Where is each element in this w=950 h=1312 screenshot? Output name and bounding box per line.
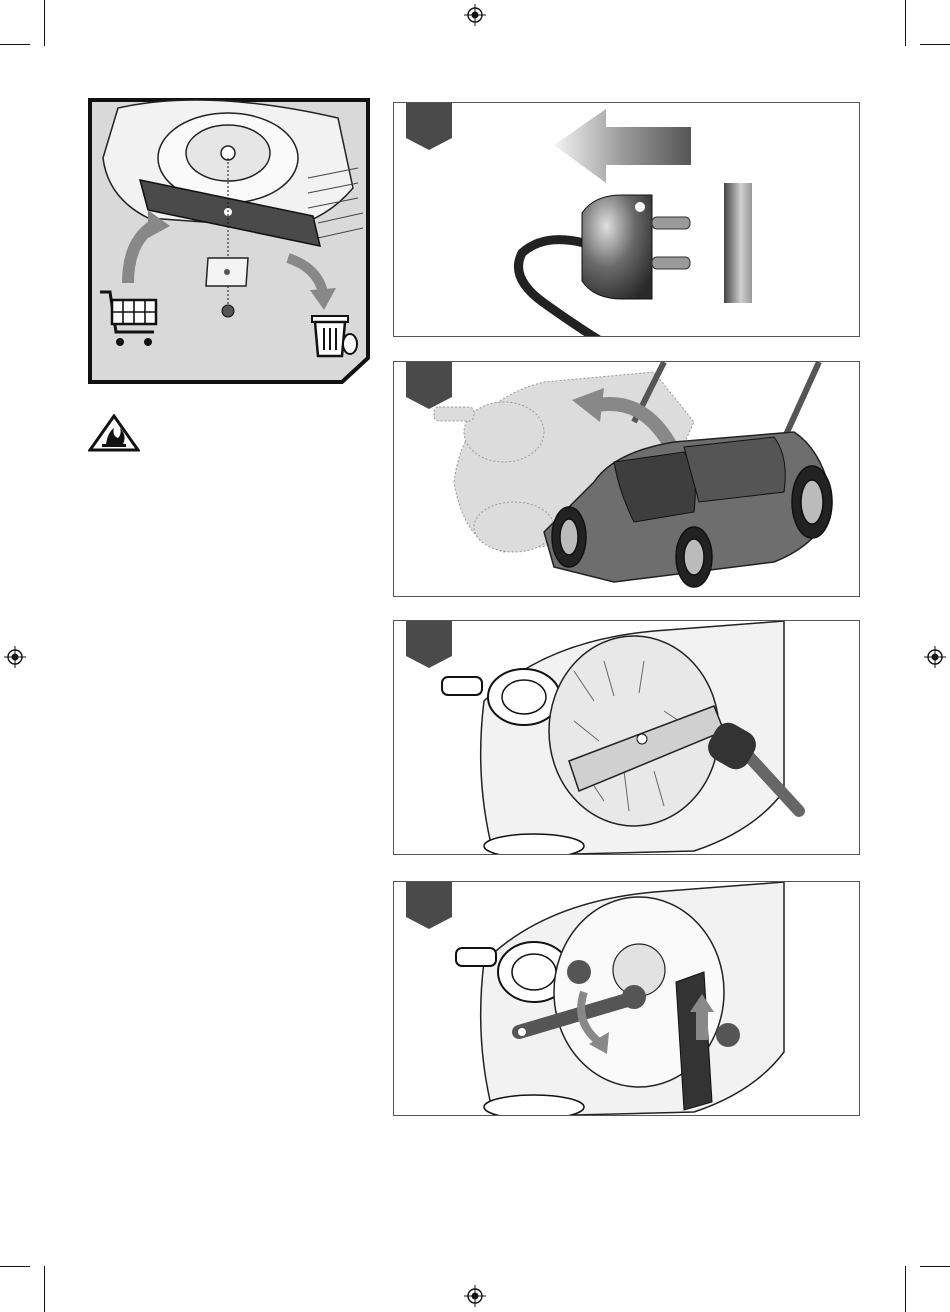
figure-unplug [393,102,860,337]
blade-replacement-figure [88,98,370,384]
fire-warning-triangle-icon [88,414,140,452]
step-marker [716,1023,740,1047]
registration-mark-icon [464,1285,486,1307]
crop-mark [920,44,950,45]
step-marker [567,960,591,984]
crop-mark [44,0,45,46]
crop-mark [0,44,30,45]
figure-clean-underside [393,620,860,855]
crop-mark [44,1266,45,1312]
crop-mark [905,1266,906,1312]
left-arrow-icon [554,109,691,183]
crop-mark [0,1266,30,1267]
figure-remove-blade [393,881,860,1116]
registration-mark-icon [4,646,26,668]
registration-mark-icon [464,4,486,26]
registration-mark-icon [924,646,946,668]
crop-mark [905,0,906,46]
wall-socket-icon [724,183,752,303]
crop-mark [920,1266,950,1267]
trash-bin-icon [306,308,362,364]
shopping-cart-icon [96,286,162,352]
figure-tilt-mower [393,361,860,597]
